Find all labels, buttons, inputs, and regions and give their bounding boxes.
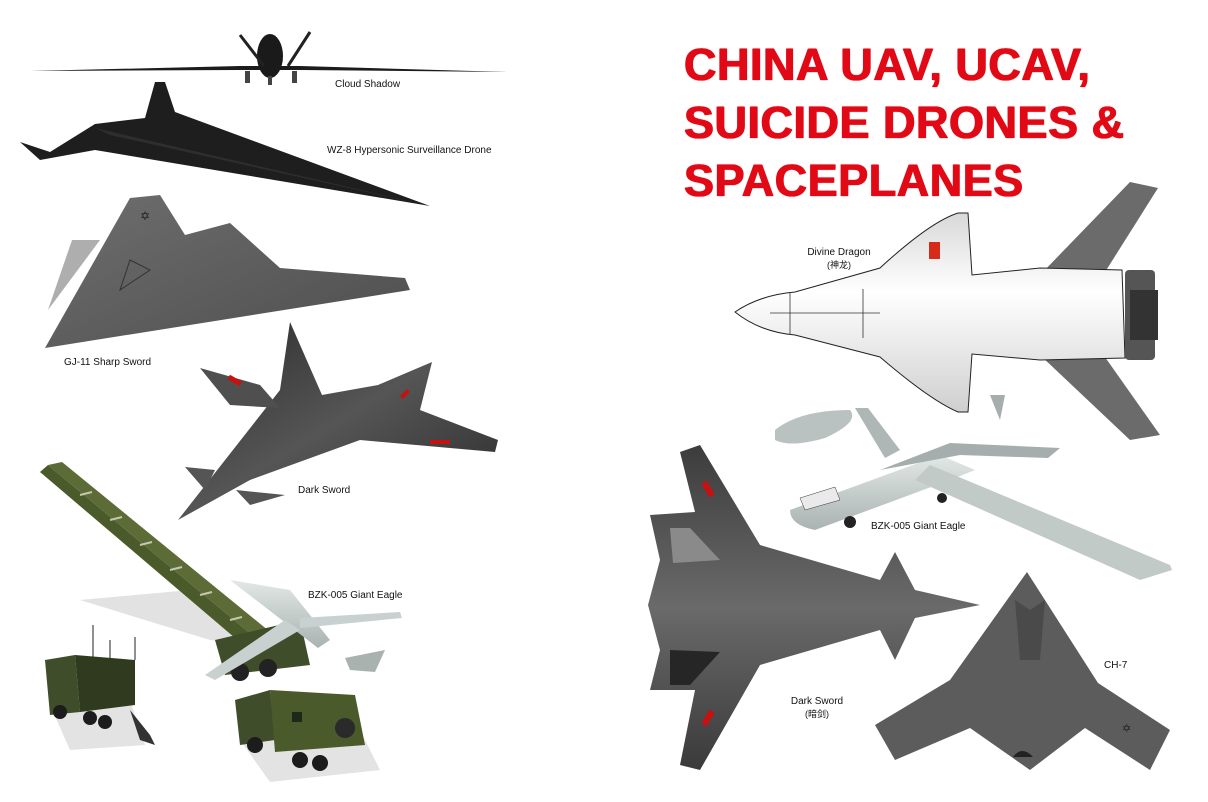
label-wz-8: WZ-8 Hypersonic Surveillance Drone — [327, 145, 492, 156]
title-line-3: SPACEPLANES — [684, 155, 1024, 206]
divine-dragon-spaceplane — [734, 182, 1160, 440]
label-ch-7: CH-7 — [1104, 660, 1128, 671]
gj-11-drone: ✡ — [45, 195, 410, 348]
title-line-2: SUICIDE DRONES & — [684, 97, 1125, 148]
dark-sword-right-drone — [648, 445, 980, 770]
dark-sword-right-chinese: (暗剑) — [805, 709, 829, 719]
label-dark-sword-left: Dark Sword — [298, 485, 351, 496]
label-bzk-005-left: BZK-005 Giant Eagle — [308, 590, 403, 601]
bzk-005-right-drone — [775, 395, 1172, 580]
bzk-005-left-drone — [205, 580, 402, 680]
dark-sword-right-name: Dark Sword — [790, 696, 844, 707]
svg-text:✡: ✡ — [140, 209, 150, 223]
support-truck — [235, 690, 380, 782]
svg-text:✡: ✡ — [1122, 722, 1131, 735]
dark-sword-left-drone — [178, 322, 498, 520]
divine-dragon-name: Divine Dragon — [807, 247, 871, 258]
label-divine-dragon: Divine Dragon (神龙) — [800, 247, 878, 271]
divine-dragon-chinese: (神龙) — [827, 260, 851, 270]
label-cloud-shadow: Cloud Shadow — [335, 79, 401, 90]
ch-7-drone: ✡ — [875, 572, 1170, 770]
cloud-shadow-drone — [30, 31, 508, 85]
wz-8-drone — [20, 82, 430, 206]
command-truck — [45, 625, 155, 750]
title-line-1: CHINA UAV, UCAV, — [684, 39, 1091, 90]
label-gj-11: GJ-11 Sharp Sword — [64, 357, 152, 368]
poster-title: CHINA UAV, UCAV, SUICIDE DRONES & SPACEP… — [684, 36, 1125, 210]
label-dark-sword-right: Dark Sword (暗剑) — [783, 696, 851, 720]
label-bzk-005-right: BZK-005 Giant Eagle — [871, 521, 966, 532]
